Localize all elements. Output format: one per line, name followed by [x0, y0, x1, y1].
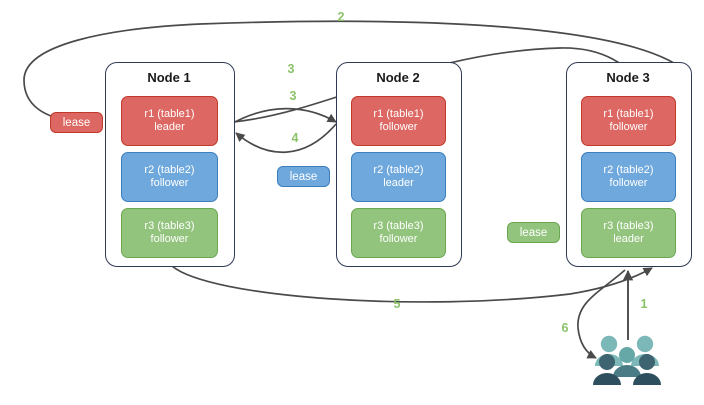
node-3-title: Node 3: [606, 70, 650, 85]
node-2-replica-r3[interactable]: r3 (table3) follower: [351, 208, 446, 258]
node-1-replica-r1[interactable]: r1 (table1) leader: [121, 96, 218, 146]
replica-line1: r1 (table1): [144, 108, 195, 120]
replica-line2: follower: [609, 121, 648, 133]
arrow-step-4: [235, 123, 337, 153]
replica-line2: follower: [379, 233, 418, 245]
step-label-2: 2: [337, 10, 345, 24]
replica-line2: leader: [383, 177, 414, 189]
replica-line2: follower: [150, 177, 189, 189]
node-1-title: Node 1: [147, 70, 191, 85]
step-label-4: 4: [291, 131, 299, 145]
step-label-3b: 3: [289, 89, 297, 103]
node-3-replica-r1[interactable]: r1 (table1) follower: [581, 96, 676, 146]
replica-line2: follower: [609, 177, 648, 189]
node-3-replica-r3[interactable]: r3 (table3) leader: [581, 208, 676, 258]
replica-line1: r2 (table2): [373, 164, 424, 176]
replica-line1: r2 (table2): [144, 164, 195, 176]
step-label-3a: 3: [287, 62, 295, 76]
arrow-step-3-short: [232, 107, 337, 124]
node-2-replica-r1[interactable]: r1 (table1) follower: [351, 96, 446, 146]
replica-line1: r1 (table1): [603, 108, 654, 120]
lease-badge-r3[interactable]: lease: [507, 222, 560, 243]
replica-line1: r2 (table2): [603, 164, 654, 176]
node-3-replica-r2[interactable]: r2 (table2) follower: [581, 152, 676, 202]
replica-line1: r3 (table3): [373, 220, 424, 232]
replica-line2: follower: [150, 233, 189, 245]
arrow-step-2: [23, 20, 691, 125]
step-label-6: 6: [561, 321, 569, 335]
people-group-icon: [593, 335, 661, 385]
node-2-replica-r2[interactable]: r2 (table2) leader: [351, 152, 446, 202]
step-label-1: 1: [640, 297, 648, 311]
step-label-5: 5: [393, 297, 401, 311]
node-1-replica-r2[interactable]: r2 (table2) follower: [121, 152, 218, 202]
replica-line1: r3 (table3): [603, 220, 654, 232]
node-1-replica-r3[interactable]: r3 (table3) follower: [121, 208, 218, 258]
replica-line1: r1 (table1): [373, 108, 424, 120]
replica-line1: r3 (table3): [144, 220, 195, 232]
lease-badge-r1[interactable]: lease: [50, 112, 103, 133]
arrow-step-5: [171, 265, 653, 303]
replica-line2: leader: [154, 121, 185, 133]
node-2-title: Node 2: [376, 70, 420, 85]
arrow-step-6: [577, 269, 626, 359]
replica-line2: follower: [379, 121, 418, 133]
replica-line2: leader: [613, 233, 644, 245]
lease-badge-r2[interactable]: lease: [277, 166, 330, 187]
